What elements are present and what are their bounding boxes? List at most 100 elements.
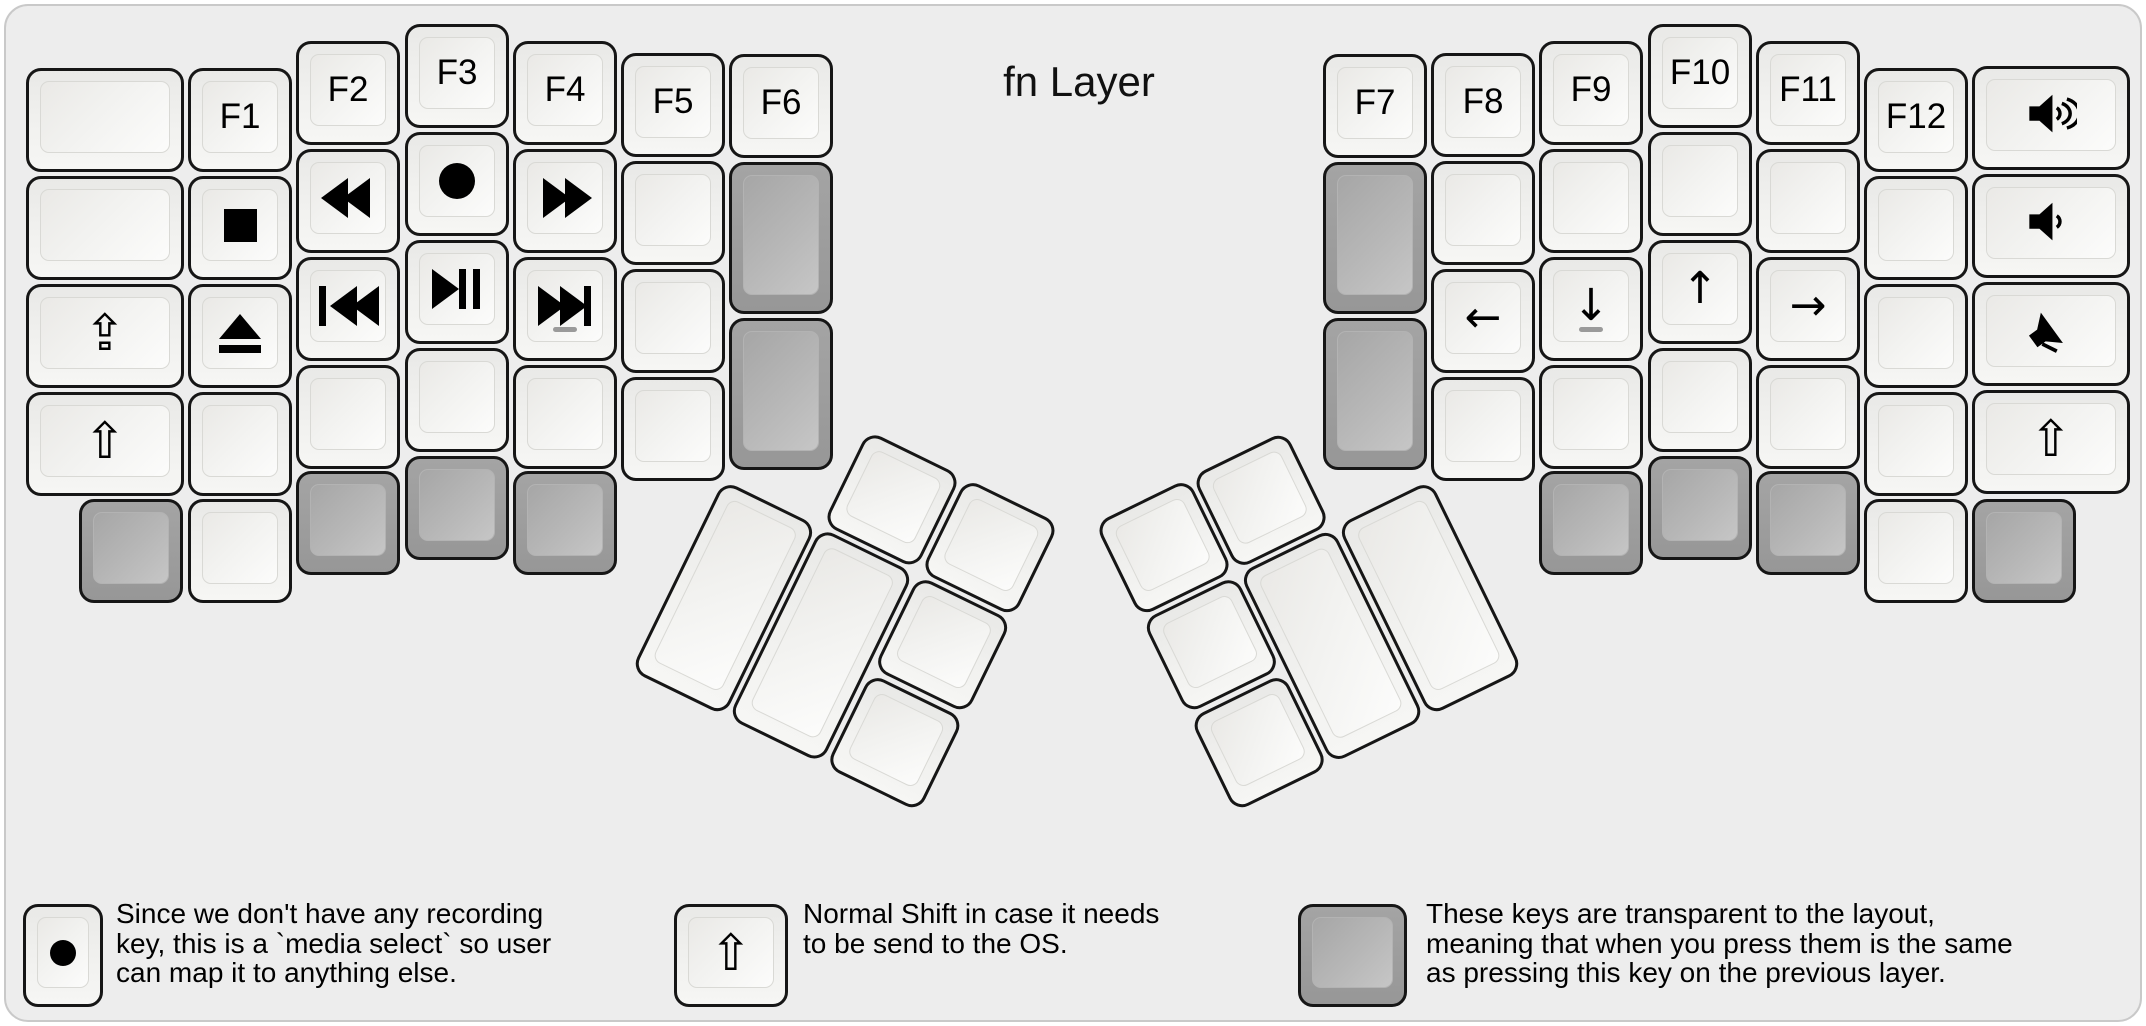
key-f9[interactable]: F9 <box>1539 41 1643 145</box>
key-blank[interactable] <box>296 365 400 469</box>
keycap-surface <box>40 189 170 261</box>
key-f2[interactable]: F2 <box>296 41 400 145</box>
keycap-surface <box>1553 378 1629 450</box>
key-transparent[interactable] <box>729 318 833 470</box>
key-f10[interactable]: F10 <box>1648 24 1752 128</box>
key-transparent[interactable] <box>1323 318 1427 470</box>
key-blank[interactable] <box>26 68 184 172</box>
key-next-track[interactable] <box>513 257 617 361</box>
keycap-surface: ↓ <box>1553 270 1629 342</box>
keycap-surface: ← <box>1445 282 1521 354</box>
key-label: F1 <box>219 97 261 136</box>
legend-line: Since we don't have any recording <box>116 898 544 929</box>
key-blank[interactable] <box>1431 161 1535 265</box>
key-arrow-down[interactable]: ↓ <box>1539 257 1643 361</box>
left-icon: ← <box>1464 292 1502 343</box>
key-rewind[interactable] <box>296 149 400 253</box>
keycap-surface: ↑ <box>1662 253 1738 325</box>
keycap-surface <box>202 405 278 477</box>
key-transparent[interactable] <box>296 471 400 575</box>
key-stop[interactable] <box>188 176 292 280</box>
key-arrow-up[interactable]: ↑ <box>1648 240 1752 344</box>
key-blank[interactable] <box>1864 284 1968 388</box>
keycap-surface <box>93 512 169 584</box>
key-f1[interactable]: F1 <box>188 68 292 172</box>
key-blank[interactable] <box>513 365 617 469</box>
key-blank[interactable] <box>1864 499 1968 603</box>
key-transparent[interactable] <box>1323 162 1427 314</box>
key-blank[interactable] <box>1539 149 1643 253</box>
key-blank[interactable] <box>1648 132 1752 236</box>
keycap-surface <box>1160 593 1260 692</box>
key-blank[interactable] <box>1864 392 1968 496</box>
keycap-surface <box>1312 917 1393 988</box>
key-blank[interactable] <box>1431 377 1535 481</box>
key-volume-down[interactable] <box>1972 174 2130 278</box>
key-play-pause[interactable] <box>405 240 509 344</box>
key-blank[interactable] <box>1648 348 1752 452</box>
keycap-surface: F10 <box>1662 37 1738 109</box>
key-caps[interactable]: ⇪ <box>26 284 184 388</box>
key-blank[interactable] <box>1539 365 1643 469</box>
record-icon <box>50 939 76 966</box>
key-f3[interactable]: F3 <box>405 24 509 128</box>
keycap-surface: F11 <box>1770 54 1846 126</box>
keycap-surface <box>1112 495 1213 594</box>
keycap-surface <box>419 361 495 433</box>
key-eject[interactable] <box>188 284 292 388</box>
key-blank[interactable] <box>188 499 292 603</box>
key-f4[interactable]: F4 <box>513 41 617 145</box>
keycap-surface: ⇧ <box>688 917 774 988</box>
key-blank[interactable] <box>1756 365 1860 469</box>
key-transparent[interactable] <box>1756 471 1860 575</box>
keycap-surface <box>527 378 603 450</box>
key-transparent[interactable] <box>1539 471 1643 575</box>
key-blank[interactable] <box>26 176 184 280</box>
keycap-surface <box>1662 361 1738 433</box>
key-f11[interactable]: F11 <box>1756 41 1860 145</box>
key-mute[interactable] <box>1972 282 2130 386</box>
key-f6[interactable]: F6 <box>729 54 833 158</box>
keycap-surface <box>1986 295 2116 367</box>
key-f12[interactable]: F12 <box>1864 68 1968 172</box>
key-blank[interactable] <box>405 348 509 452</box>
vol-down-icon <box>2025 198 2077 248</box>
key-arrow-left[interactable]: ← <box>1431 269 1535 373</box>
key-transparent[interactable] <box>729 162 833 314</box>
key-f8[interactable]: F8 <box>1431 53 1535 157</box>
key-arrow-right[interactable]: → <box>1756 257 1860 361</box>
keycap-surface <box>310 162 386 234</box>
key-volume-up[interactable] <box>1972 66 2130 170</box>
key-label: F8 <box>1462 82 1504 121</box>
key-blank[interactable] <box>621 161 725 265</box>
key-shift[interactable]: ⇧ <box>26 392 184 496</box>
key-label: F2 <box>327 70 369 109</box>
caps-icon: ⇪ <box>84 304 126 362</box>
key-prev-track[interactable] <box>296 257 400 361</box>
key-fast-forward[interactable] <box>513 149 617 253</box>
key-blank[interactable] <box>621 377 725 481</box>
key-transparent[interactable] <box>1972 499 2076 603</box>
keycap-surface <box>310 484 386 556</box>
key-transparent[interactable] <box>513 471 617 575</box>
prev-icon <box>317 286 379 326</box>
keycap-surface <box>40 81 170 153</box>
record-icon <box>439 163 475 199</box>
keycap-surface: ⇧ <box>40 405 170 477</box>
key-blank[interactable] <box>1864 176 1968 280</box>
key-f7[interactable]: F7 <box>1323 54 1427 158</box>
key-blank[interactable] <box>188 392 292 496</box>
key-blank[interactable] <box>1756 149 1860 253</box>
key-f5[interactable]: F5 <box>621 53 725 157</box>
legend-text: Since we don't have any recording key, t… <box>116 899 551 988</box>
key-transparent[interactable] <box>1648 456 1752 560</box>
key-transparent[interactable] <box>79 499 183 603</box>
key-transparent[interactable] <box>405 456 509 560</box>
key-blank[interactable] <box>621 269 725 373</box>
legend-line: to be send to the OS. <box>803 927 1068 959</box>
keycap-surface <box>1878 189 1954 261</box>
keycap-surface <box>635 174 711 246</box>
keycap-surface <box>1662 145 1738 217</box>
key-shift[interactable]: ⇧ <box>1972 390 2130 494</box>
key-media-select[interactable] <box>405 132 509 236</box>
